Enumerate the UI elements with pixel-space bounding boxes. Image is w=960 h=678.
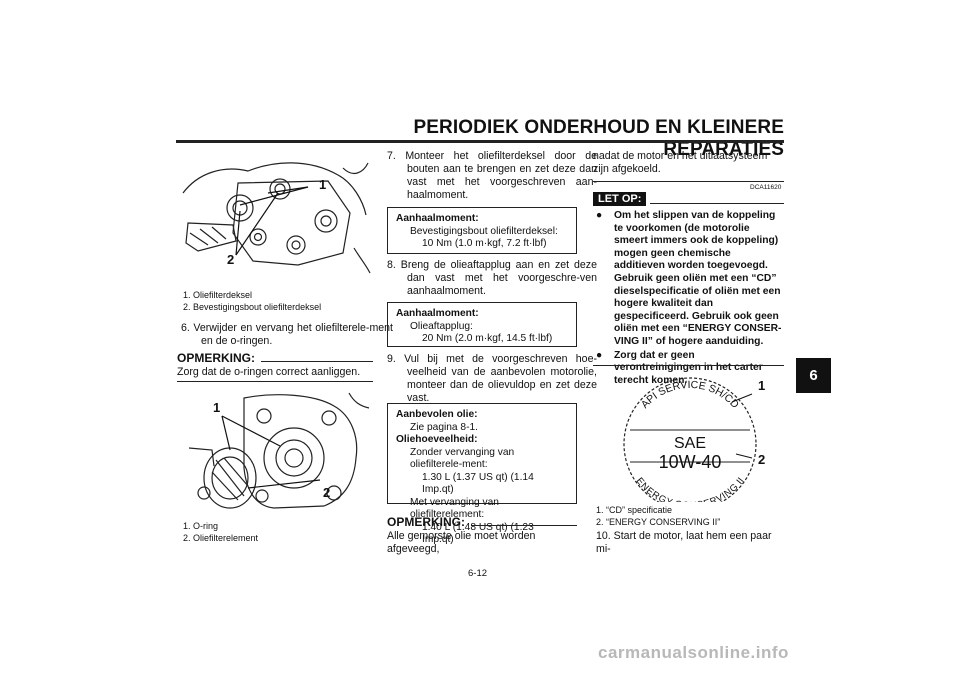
figure2-label-1: 1 (213, 400, 221, 415)
note2-heading: OPMERKING: (387, 515, 577, 529)
box-title: Aanhaalmoment: (396, 308, 479, 319)
step-10: 10. Start de motor, laat hem een paar mi… (596, 530, 772, 555)
box-value: 1.30 L (1.37 US qt) (1.14 Imp.qt) (422, 471, 534, 496)
caption-line: 2. Oliefilterelement (183, 533, 259, 543)
figure3-label-1: 1 (758, 378, 766, 393)
bullet-icon: ● (596, 349, 603, 361)
caution-heading: LET OP: (593, 192, 784, 206)
note1-text: Zorg dat de o-ringen correct aanliggen. (177, 366, 361, 378)
box-value: 1.40 L (1.48 US qt) (1.23 Imp.qt) (422, 521, 534, 546)
figure1-captions: 1. Oliefilterdeksel 2. Bevestigingsbout … (183, 289, 373, 313)
caution-code: DCA11620 (750, 184, 782, 191)
note-heading-text: OPMERKING: (387, 515, 465, 529)
box-item: Met vervanging van oliefilterelement: (410, 496, 499, 521)
box-item: Zie pagina 8-1. (410, 421, 478, 433)
symbol-sae: SAE (674, 435, 706, 452)
symbol-bottom-arc: ENERGY CONSERVING II (634, 476, 747, 502)
caution-bottom-rule (593, 365, 784, 366)
note-heading-text: OPMERKING: (177, 351, 255, 365)
caption-line: 1. “CD” specificatie (596, 505, 673, 515)
box-item: Bevestigingsbout oliefilterdeksel: (410, 225, 558, 237)
torque-box-1: Aanhaalmoment: Bevestigingsbout oliefilt… (387, 207, 577, 254)
symbol-top-arc: API SERVICE SH/CD (639, 379, 742, 411)
figure1-label-2: 2 (227, 252, 235, 267)
watermark: carmanualsonline.info (598, 643, 789, 662)
section-tab: 6 (796, 358, 831, 393)
caution-top-rule (593, 181, 784, 182)
figure1-label-1: 1 (319, 177, 327, 192)
caption-line: 2. “ENERGY CONSERVING II” (596, 517, 721, 527)
page-title: PERIODIEK ONDERHOUD EN KLEINERE REPARATI… (413, 117, 784, 160)
caution-list: ● Om het slippen van de koppeling te voor… (596, 210, 784, 387)
figure-oil-filter-element (184, 388, 372, 518)
oil-box: Aanbevolen olie: Zie pagina 8-1. Oliehoe… (387, 403, 577, 545)
figure2-label-2: 2 (323, 485, 331, 500)
step-6: 6. Verwijder en vervang het oliefilterel… (181, 322, 393, 347)
figure2-captions: 1. O-ring 2. Oliefilterelement (183, 520, 373, 544)
step-7: 7. Monteer het oliefilterdeksel door de … (387, 150, 597, 201)
caution-item-text: Om het slippen van de koppeling te voork… (614, 210, 782, 347)
page-number: 6-12 (468, 568, 488, 579)
note1-rule (177, 381, 373, 382)
box-title: Oliehoeveelheid: (396, 434, 478, 445)
step-9: 9. Vul bij met de voorgeschreven hoe-vee… (387, 353, 597, 404)
box-title: Aanhaalmoment: (396, 213, 479, 224)
svg-text:ENERGY CONSERVING II: ENERGY CONSERVING II (634, 476, 747, 502)
oil-symbol-figure: API SERVICE SH/CD ENERGY CONSERVING II S… (623, 377, 757, 502)
box-item: Zonder vervanging van oliefilterele-ment… (410, 446, 515, 471)
caption-line: 1. O-ring (183, 521, 219, 531)
note2-text: Alle gemorste olie moet worden afgeveegd… (387, 530, 536, 555)
box-title: Aanbevolen olie: (396, 409, 478, 420)
box-item: Olieaftapplug: (410, 320, 473, 332)
column3-intro: nadat de motor en het uitlaatsysteem zij… (593, 150, 768, 175)
figure3-label-2: 2 (758, 452, 766, 467)
caution-item-text: Zorg dat er geen verontreinigingen in he… (614, 349, 763, 386)
box-value: 20 Nm (2.0 m·kgf, 14.5 ft·lbf) (422, 333, 553, 344)
caption-line: 1. Oliefilterdeksel (183, 290, 253, 300)
caption-line: 2. Bevestigingsbout oliefilterdeksel (183, 302, 322, 312)
caution-label: LET OP: (593, 192, 647, 206)
step-8: 8. Breng de olieaftapplug aan en zet dez… (387, 259, 597, 297)
bullet-icon: ● (596, 210, 603, 221)
symbol-grade: 10W-40 (659, 452, 722, 472)
note1-heading: OPMERKING: (177, 351, 373, 365)
figure-oil-filter-cover (178, 153, 373, 281)
figure3-captions: 1. “CD” specificatie 2. “ENERGY CONSERVI… (596, 504, 786, 528)
caution-item: ● Zorg dat er geen verontreinigingen in h… (596, 350, 784, 388)
caution-item: ● Om het slippen van de koppeling te voor… (596, 210, 784, 349)
box-value: 10 Nm (1.0 m·kgf, 7.2 ft·lbf) (422, 238, 547, 249)
svg-text:API SERVICE SH/CD: API SERVICE SH/CD (639, 379, 742, 411)
title-rule (176, 140, 784, 143)
torque-box-2: Aanhaalmoment: Olieaftapplug: 20 Nm (2.0… (387, 302, 577, 347)
